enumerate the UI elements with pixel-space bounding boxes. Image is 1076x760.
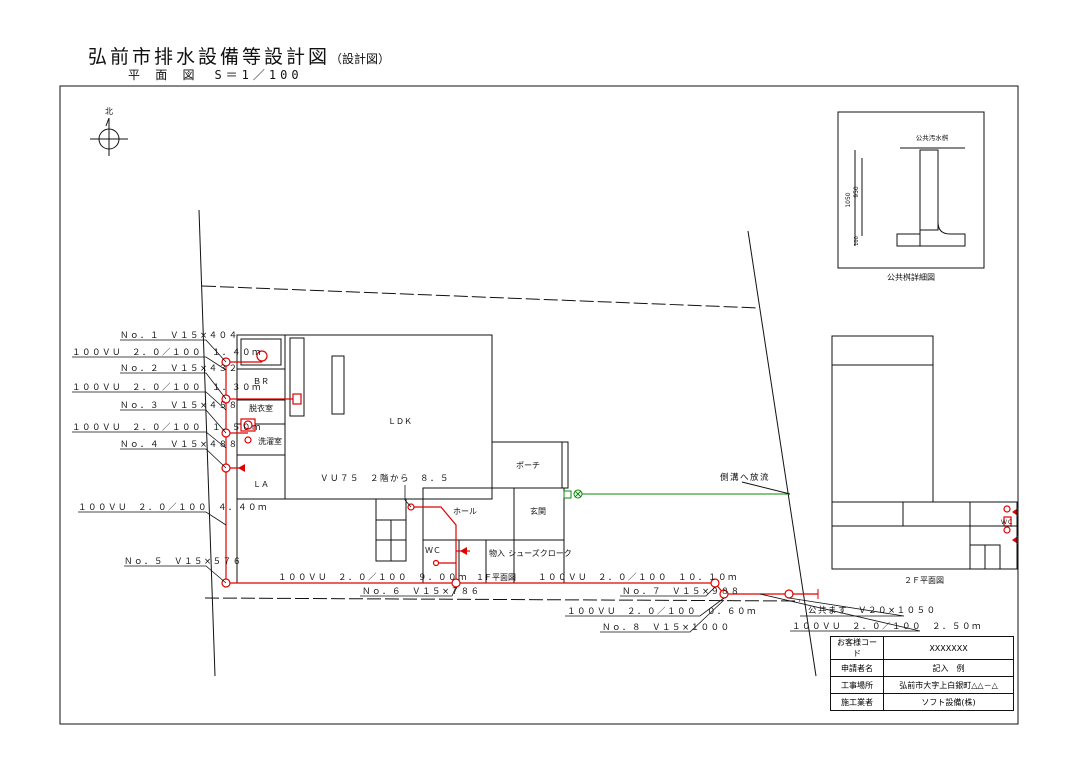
detail-dim-small: 100 <box>854 236 860 246</box>
label-no3: Ｎｏ．３ Ｖ１５×４５８ <box>120 401 239 411</box>
drawing-subtitle: 平 面 図 S＝1／100 <box>128 68 303 82</box>
floor1-caption: １Ｆ平面図 <box>476 573 516 582</box>
info-row: 申請者名記入 例 <box>830 659 1014 677</box>
label-no2: Ｎｏ．２ Ｖ１５×４３２ <box>120 364 239 374</box>
site-boundary <box>198 209 817 677</box>
drawing-title: 弘前市排水設備等設計図（設計図） <box>88 46 391 68</box>
detail-caption: 公共桝詳細図 <box>887 272 935 282</box>
detail-dim-inner: 950 <box>853 186 860 198</box>
room-storage: 物入 <box>489 548 505 558</box>
label-pipe6: １００ＶＵ ２．０／１００ １０．１０ｍ <box>538 573 738 583</box>
room-entrance: 玄関 <box>530 506 546 516</box>
info-key: お客様コード <box>830 636 884 660</box>
label-pipe2: １００ＶＵ ２．０／１００ １．３０ｍ <box>72 383 262 393</box>
label-no7: Ｎｏ．７ Ｖ１５×９８８ <box>622 587 741 597</box>
label-vu75: ＶＵ７５ ２階から ８．５ <box>320 473 450 484</box>
leader-lines <box>72 339 921 633</box>
sheet-border <box>59 85 1019 725</box>
info-key: 施工業者 <box>830 693 884 711</box>
room-la: ＬＡ <box>253 480 269 489</box>
label-no4: Ｎｏ．４ Ｖ１５×４８８ <box>120 440 239 450</box>
stormwater-leader <box>741 481 791 495</box>
room-br: ＢＲ <box>253 377 269 386</box>
north-compass-icon: 北 <box>90 107 128 156</box>
compass-label: 北 <box>105 107 113 116</box>
detail-dim-outer: 1050 <box>845 192 852 207</box>
info-key: 申請者名 <box>830 659 884 677</box>
info-value: 記入 例 <box>883 659 1014 677</box>
room-laundry: 洗濯室 <box>258 436 282 446</box>
label-pipe4: １００ＶＵ ２．０／１００ ４．４０ｍ <box>78 503 268 513</box>
info-row: 施工業者ソフト設備(株) <box>830 693 1014 711</box>
info-value: XXXXXXX <box>883 636 1014 660</box>
room-2f-wc: ＷＣ <box>1001 519 1013 526</box>
public-basin-detail: 公共汚水桝 1050 950 100 公共桝詳細図 <box>837 111 985 282</box>
label-pipe5: １００ＶＵ ２．０／１００ ９．００ｍ <box>278 573 468 583</box>
building-1f <box>236 334 569 584</box>
label-pipe8: １００ＶＵ ２．０／１００ ２．５０ｍ <box>792 622 982 632</box>
room-ldk: ＬＤＫ <box>388 417 412 426</box>
building-2f: ＷＣ <box>831 335 1018 570</box>
label-public-basin: 公共ます Ｖ２０×１０５０ <box>808 606 937 616</box>
stormwater-label: 側溝へ放流 <box>720 472 770 483</box>
floor2-caption: ２Ｆ平面図 <box>904 576 944 585</box>
label-no8: Ｎｏ．８ Ｖ１５×１０００ <box>602 623 731 633</box>
label-no1: Ｎｏ．１ Ｖ１５×４０４ <box>120 331 239 341</box>
pipe-labels: Ｎｏ．１ Ｖ１５×４０４ １００ＶＵ ２．０／１００ １．４０ｍ Ｎｏ．２ Ｖ１… <box>72 331 982 633</box>
label-pipe3: １００ＶＵ ２．０／１００ １．５０ｍ <box>72 423 262 433</box>
room-labels: ＢＲ 脱衣室 洗濯室 ＬＡ ＬＤＫ ポーチ ホール 玄関 ＷＣ 物入 シューズク… <box>249 377 572 582</box>
detail-top-label: 公共汚水桝 <box>916 133 949 142</box>
label-no6: Ｎｏ．６ Ｖ１５×７８６ <box>362 587 481 597</box>
stormwater-line <box>563 489 790 499</box>
room-shoe-closet: シューズクローク <box>508 548 572 558</box>
room-hall: ホール <box>453 507 477 516</box>
room-dressing: 脱衣室 <box>249 403 273 413</box>
room-wc: ＷＣ <box>425 546 441 555</box>
drain-fixtures <box>221 350 1012 599</box>
info-value: ソフト設備(株) <box>883 693 1014 711</box>
info-value: 弘前市大字上白銀町△△－△ <box>883 676 1014 694</box>
label-pipe7: １００ＶＵ ２．０／１００ ０．６０ｍ <box>567 607 757 617</box>
label-pipe1: １００ＶＵ ２．０／１００ １．４０ｍ <box>72 348 262 358</box>
info-key: 工事場所 <box>830 676 884 694</box>
room-porch: ポーチ <box>516 461 540 470</box>
label-no5: Ｎｏ．５ Ｖ１５×５７６ <box>124 557 243 567</box>
info-row: 工事場所弘前市大字上白銀町△△－△ <box>830 676 1014 694</box>
